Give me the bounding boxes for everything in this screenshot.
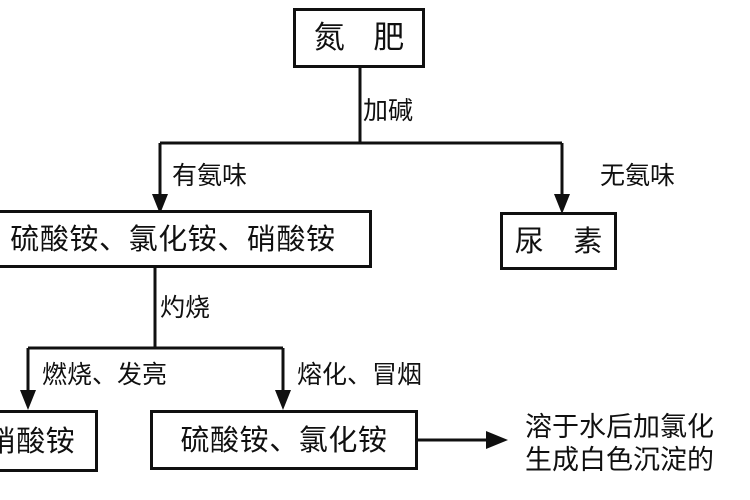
note-white-precipitate: 溶于水后加氯化 生成白色沉淀的 (525, 412, 714, 478)
arrowhead-melt-smoke (275, 390, 291, 410)
node-ammonium-nitrate[interactable]: 硝酸铵 (0, 410, 98, 472)
note-white-precipitate-line-1: 溶于水后加氯化 (525, 412, 714, 443)
edge-label-ignite: 灼烧 (160, 293, 211, 322)
node-ammonium-sulfate-chloride[interactable]: 硫酸铵、氯化铵 (150, 410, 418, 470)
node-nitrogen-fertilizer[interactable]: 氮 肥 (293, 8, 425, 68)
edge-label-no-ammonia-smell: 无氨味 (600, 161, 676, 190)
edge-label-melt-smoke: 熔化、冒烟 (297, 360, 423, 389)
edge-label-has-ammonia-smell: 有氨味 (172, 161, 248, 190)
arrowhead-to-note (486, 431, 508, 449)
node-ammonium-salts-label: 硫酸铵、氯化铵、硝酸铵 (10, 221, 336, 256)
node-nitrogen-fertilizer-label: 氮 肥 (313, 19, 414, 56)
node-ammonium-salts[interactable]: 硫酸铵、氯化铵、硝酸铵 (0, 210, 372, 268)
node-urea-label: 尿 素 (514, 223, 613, 258)
note-white-precipitate-line-2: 生成白色沉淀的 (525, 444, 714, 476)
arrowhead-no-ammonia (554, 194, 570, 214)
edge-label-add-alkali: 加碱 (363, 96, 414, 125)
arrowhead-burn-bright (20, 390, 36, 410)
node-ammonium-nitrate-label: 硝酸铵 (0, 423, 76, 458)
edge-label-burn-bright: 燃烧、发亮 (42, 360, 168, 389)
node-urea[interactable]: 尿 素 (500, 212, 617, 270)
node-ammonium-sulfate-chloride-label: 硫酸铵、氯化铵 (180, 422, 388, 457)
